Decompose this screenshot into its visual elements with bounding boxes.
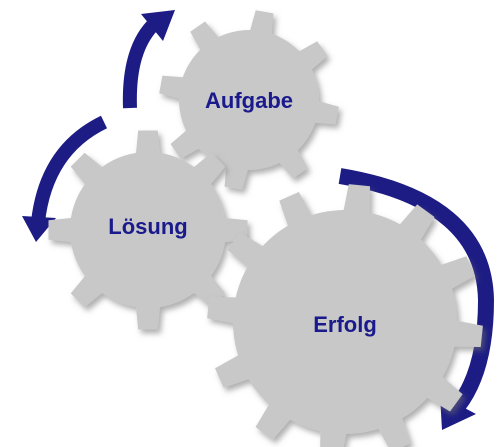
loesung-left-arrowhead-icon (22, 216, 56, 242)
gear-aufgabe: Aufgabe (159, 10, 339, 190)
gear-loesung-icon (48, 130, 248, 330)
gear-erfolg-icon (207, 184, 483, 447)
gear-erfolg-label: Erfolg (313, 312, 377, 337)
gear-loesung-label: Lösung (108, 214, 187, 239)
gear-aufgabe-icon (159, 10, 339, 190)
aufgabe-top-arrow-icon (122, 21, 158, 109)
aufgabe-top-arrowhead-icon (141, 10, 175, 41)
erfolg-right-arrow-icon (338, 168, 495, 411)
gear-loesung: Lösung (48, 130, 248, 330)
gear-erfolg: Erfolg (207, 184, 483, 447)
gear-aufgabe-label: Aufgabe (205, 88, 293, 113)
loesung-left-arrow-icon (31, 115, 108, 223)
